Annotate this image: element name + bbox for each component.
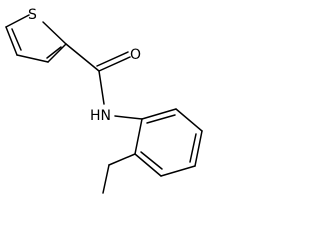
- bond-ar-c2-c3: [175, 108, 203, 132]
- bond-c4-c5-inner: [11, 28, 22, 51]
- bond-c3-c4: [16, 54, 49, 63]
- thiophene-ring: [5, 14, 67, 63]
- bond-ar-c3-c4: [194, 130, 203, 167]
- bond-c4-c5: [5, 26, 18, 56]
- benzene-ring: [134, 108, 203, 177]
- bond-carbonyl-nitrogen: [98, 70, 105, 105]
- bond-c2-c3: [47, 43, 67, 63]
- bond-ring-ethyl-ch2: [108, 153, 136, 166]
- bond-ar-c6-c1: [134, 118, 143, 155]
- bond-carbonyl-oxygen-1: [98, 56, 131, 72]
- bond-nitrogen-aryl: [114, 115, 143, 120]
- bond-ethyl-ch2-ch3: [102, 164, 110, 194]
- bond-c2-c3-inner: [46, 46, 62, 59]
- bond-carbonyl-oxygen-2: [96, 51, 129, 67]
- bond-ar-c1-c2-inner: [146, 114, 176, 124]
- bond-ar-c5-c6-inner: [140, 151, 163, 170]
- bond-ar-c3-c4-inner: [189, 133, 197, 163]
- bond-c5-s: [5, 14, 30, 28]
- bond-ar-c1-c2: [141, 108, 177, 120]
- bond-ar-c4-c5: [160, 165, 196, 177]
- bond-s-c2: [42, 21, 67, 45]
- amide-group: [65, 43, 143, 120]
- oxygen-atom-label: O: [130, 47, 141, 63]
- bond-ar-c5-c6: [134, 153, 162, 177]
- sulfur-atom-label: S: [28, 7, 37, 23]
- amide-nitrogen-label: HN: [90, 108, 111, 124]
- bond-c2-carbonyl: [65, 43, 100, 72]
- ethyl-group: [102, 153, 136, 194]
- molecule-structure: S O HN: [5, 7, 203, 194]
